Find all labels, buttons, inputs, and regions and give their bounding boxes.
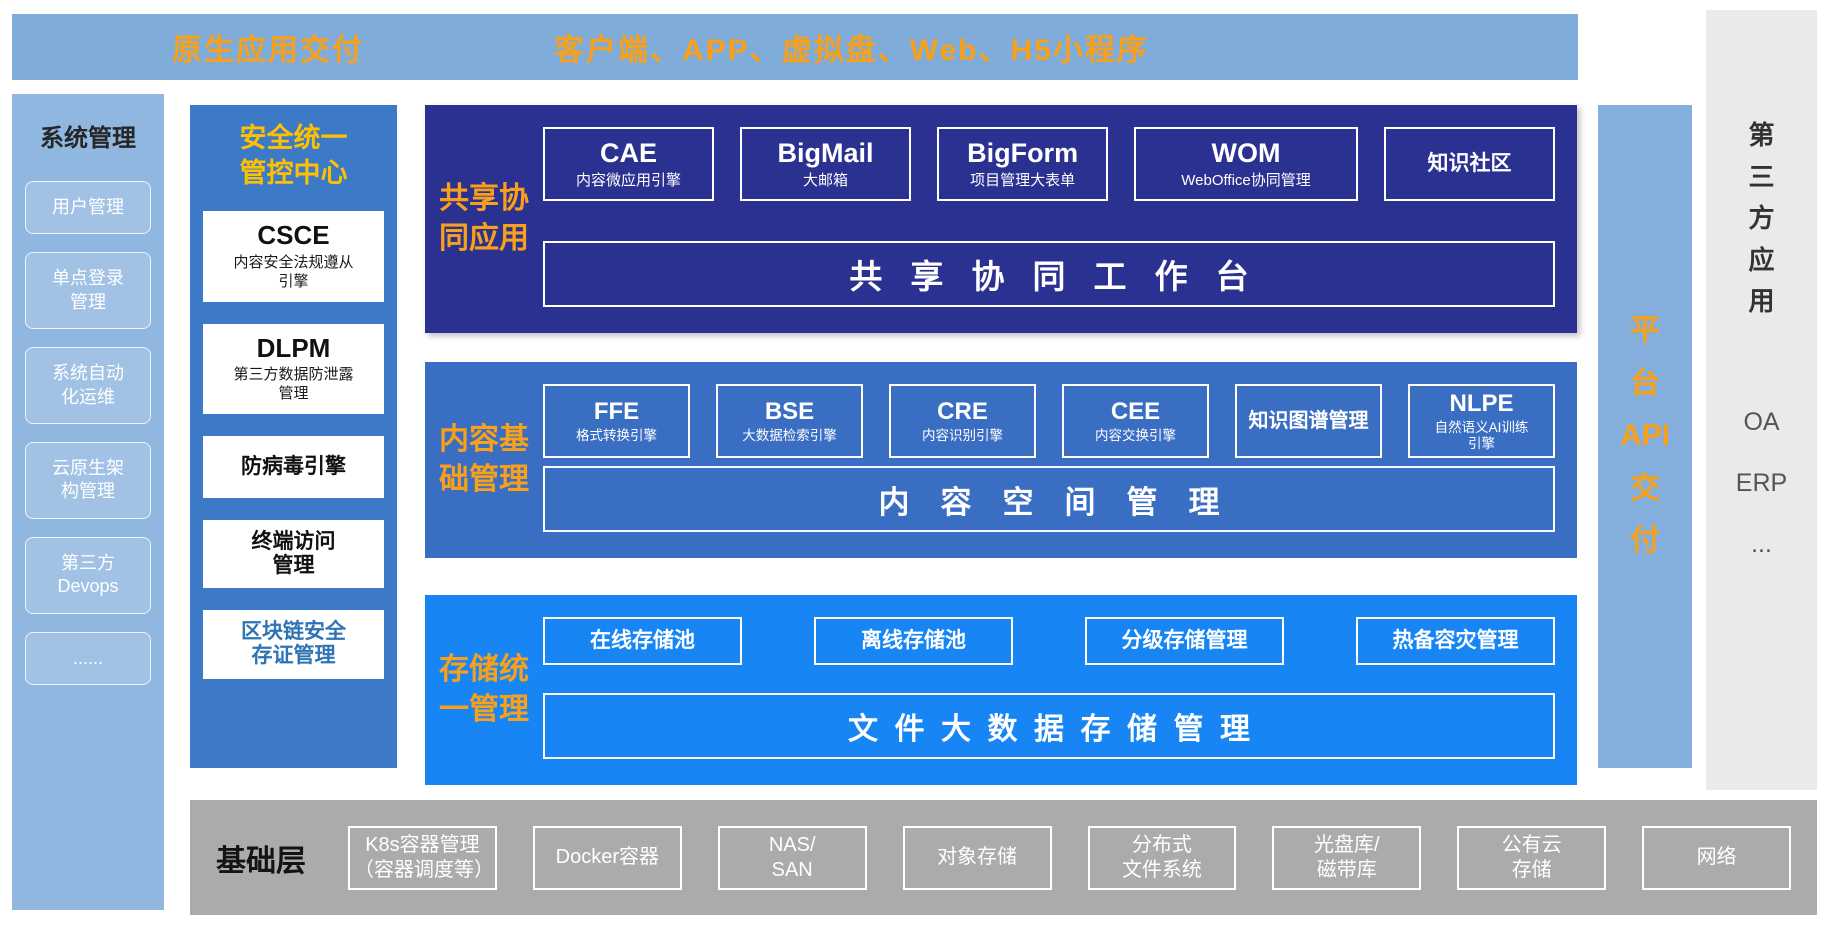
base-item-network: 网络 [1642,825,1791,890]
module-antivirus-engine-name: 防病毒引擎 [241,454,346,478]
module-cre-desc: 内容识别引擎 [922,428,1003,444]
module-bse-desc: 大数据检索引擎 [742,428,837,444]
module-cee: CEE 内容交换引擎 [1062,384,1209,459]
third-party-apps-list: OA ERP ... [1736,408,1787,559]
module-offline-storage-pool-name: 离线存储池 [861,629,966,653]
module-bigform: BigForm 项目管理大表单 [937,127,1109,201]
shared-collaboration-workbench-bar: 共享协同工作台 [543,241,1555,307]
module-knowledge-community-name: 知识社区 [1427,152,1512,176]
module-cre-name: CRE [937,397,988,425]
module-cae-name: CAE [600,138,658,169]
base-layer-label: 基础层 [216,844,306,878]
base-item-k8s: K8s容器管理 （容器调度等） [348,825,497,890]
base-item-distributed-fs: 分布式 文件系统 [1087,825,1237,890]
module-nlpe-name: NLPE [1449,390,1514,417]
module-knowledge-graph-name: 知识图谱管理 [1248,410,1369,433]
module-cae-desc: 内容微应用引擎 [576,171,682,189]
module-bigmail-name: BigMail [777,138,874,169]
module-online-storage-pool-name: 在线存储池 [590,629,695,653]
module-hot-backup-dr-name: 热备容灾管理 [1392,629,1519,653]
native-app-delivery-bar: 原生应用交付 客户端、APP、虚拟盘、Web、H5小程序 [12,14,1578,80]
module-bse: BSE 大数据检索引擎 [716,384,863,459]
module-antivirus-engine: 防病毒引擎 [203,435,384,498]
module-online-storage-pool: 在线存储池 [543,617,742,665]
sidebar-item-auto-ops: 系统自动 化运维 [25,347,151,424]
third-party-apps-panel: 第 三 方 应 用 OA ERP ... [1706,10,1817,790]
client-channels-label: 客户端、APP、虚拟盘、Web、H5小程序 [554,34,1149,67]
base-item-optical-tape: 光盘库/ 磁带库 [1272,825,1422,890]
module-terminal-access: 终端访问 管理 [203,519,384,589]
module-blockchain-evidence: 区块链安全 存证管理 [203,610,384,679]
band-collaboration-body: CAE 内容微应用引擎 BigMail 大邮箱 BigForm 项目管理大表单 … [543,105,1577,333]
module-bse-name: BSE [764,397,815,425]
module-bigmail: BigMail 大邮箱 [740,127,912,201]
base-item-object-storage: 对象存储 [902,825,1052,890]
band-content-body: FFE 格式转换引擎 BSE 大数据检索引擎 CRE 内容识别引擎 CEE 内容… [543,362,1577,558]
band-storage-modules: 在线存储池 离线存储池 分级存储管理 热备容灾管理 [543,617,1555,665]
module-ffe: FFE 格式转换引擎 [543,384,690,459]
module-cee-name: CEE [1110,397,1161,425]
third-party-item-more: ... [1751,529,1772,558]
content-space-management-bar: 内容空间管理 [543,466,1555,532]
module-tiered-storage: 分级存储管理 [1085,617,1284,665]
module-knowledge-graph: 知识图谱管理 [1235,384,1382,459]
sidebar-item-sso-management: 单点登录 管理 [25,252,151,330]
module-csce-desc: 内容安全法规遵从 引擎 [233,254,354,290]
base-layer-bar: 基础层 K8s容器管理 （容器调度等） Docker容器 NAS/ SAN 对象… [190,800,1817,915]
module-wom-name: WOM [1211,138,1281,169]
sidebar-item-third-party-devops: 第三方 Devops [25,536,151,614]
band-storage-body: 在线存储池 离线存储池 分级存储管理 热备容灾管理 文件大数据存储管理 [543,595,1577,785]
module-nlpe: NLPE 自然语义AI训练 引擎 [1408,384,1555,459]
base-item-nas-san: NAS/ SAN [717,825,867,890]
module-csce: CSCE 内容安全法规遵从 引擎 [203,211,384,302]
sidebar-item-more: ...... [25,631,151,685]
module-csce-name: CSCE [257,220,330,251]
module-cee-desc: 内容交换引擎 [1095,428,1176,444]
module-hot-backup-dr: 热备容灾管理 [1356,617,1555,665]
platform-api-delivery-label: 平 台 API 交 付 [1619,314,1670,558]
band-storage-management: 存储统 一管理 在线存储池 离线存储池 分级存储管理 热备容灾管理 文件大数据存… [425,595,1577,785]
third-party-item-oa: OA [1743,407,1780,436]
third-party-apps-title: 第 三 方 应 用 [1748,120,1775,317]
module-offline-storage-pool: 离线存储池 [814,617,1013,665]
module-ffe-desc: 格式转换引擎 [576,428,657,444]
band-collaboration-apps: 共享协 同应用 CAE 内容微应用引擎 BigMail 大邮箱 BigForm … [425,105,1577,333]
band-storage-label: 存储统 一管理 [439,652,529,727]
native-app-delivery-label: 原生应用交付 [172,34,364,67]
band-content-management: 内容基 础管理 FFE 格式转换引擎 BSE 大数据检索引擎 CRE 内容识别引… [425,362,1577,558]
module-bigform-desc: 项目管理大表单 [970,171,1076,189]
base-item-public-cloud: 公有云 存储 [1457,825,1607,890]
module-nlpe-desc: 自然语义AI训练 引擎 [1434,420,1529,451]
band-content-modules: FFE 格式转换引擎 BSE 大数据检索引擎 CRE 内容识别引擎 CEE 内容… [543,384,1555,459]
base-item-docker: Docker容器 [532,825,682,890]
band-content-label: 内容基 础管理 [439,422,529,497]
band-collaboration-label: 共享协 同应用 [439,181,529,256]
band-collaboration-modules: CAE 内容微应用引擎 BigMail 大邮箱 BigForm 项目管理大表单 … [543,127,1556,201]
file-bigdata-storage-bar: 文件大数据存储管理 [543,693,1555,759]
system-management-panel: 系统管理 用户管理 单点登录 管理 系统自动 化运维 云原生架 构管理 第三方 … [12,94,164,910]
module-knowledge-community: 知识社区 [1383,127,1556,201]
module-blockchain-evidence-name: 区块链安全 存证管理 [241,620,346,668]
module-cre: CRE 内容识别引擎 [889,384,1036,459]
system-management-title: 系统管理 [40,125,136,152]
module-tiered-storage-name: 分级存储管理 [1121,629,1248,653]
module-cae: CAE 内容微应用引擎 [543,127,715,201]
sidebar-item-cloud-native-arch: 云原生架 构管理 [25,441,151,519]
security-control-title: 安全统一 管控中心 [239,123,348,189]
module-wom-desc: WebOffice协同管理 [1181,171,1311,189]
module-bigform-name: BigForm [967,138,1079,169]
module-dlpm-name: DLPM [256,332,331,363]
module-dlpm: DLPM 第三方数据防泄露 管理 [203,323,384,414]
platform-api-delivery-panel: 平 台 API 交 付 [1598,105,1692,768]
module-dlpm-desc: 第三方数据防泄露 管理 [233,366,354,403]
module-bigmail-desc: 大邮箱 [803,171,849,189]
module-wom: WOM WebOffice协同管理 [1134,127,1358,201]
module-ffe-name: FFE [593,397,640,425]
module-terminal-access-name: 终端访问 管理 [251,529,336,578]
sidebar-item-user-management: 用户管理 [25,181,151,235]
security-control-panel: 安全统一 管控中心 CSCE 内容安全法规遵从 引擎 DLPM 第三方数据防泄露… [190,105,397,768]
third-party-item-erp: ERP [1735,468,1788,497]
